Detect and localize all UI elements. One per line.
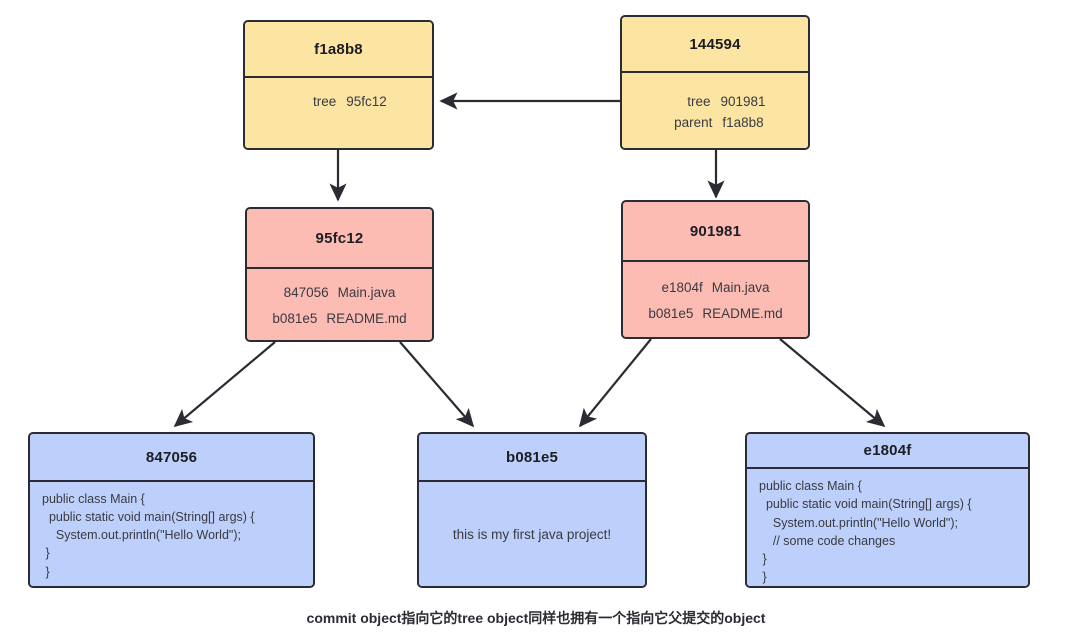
- commit-field-key: tree: [312, 94, 337, 109]
- blob-text: this is my first java project!: [452, 526, 612, 542]
- tree-node-entries: e1804f Main.java b081e5 README.md: [623, 262, 808, 337]
- commit-field-row: parent f1a8b8: [666, 113, 764, 134]
- tree-node-id: 901981: [623, 202, 808, 262]
- diagram-caption: commit object指向它的tree object同样也拥有一个指向它父提…: [306, 610, 766, 626]
- commit-node-fields: tree 95fc12: [245, 78, 432, 148]
- tree-entry-name: Main.java: [711, 279, 770, 295]
- tree-node-95fc12[interactable]: 95fc12 847056 Main.java b081e5 README.md: [245, 207, 434, 342]
- edge-901981-to-e1804f: [779, 338, 886, 428]
- blob-node-id: b081e5: [419, 434, 645, 482]
- commit-node-144594[interactable]: 144594 tree 901981 parent f1a8b8: [620, 15, 810, 150]
- tree-node-entries: 847056 Main.java b081e5 README.md: [247, 269, 432, 340]
- blob-code-text: public class Main { public static void m…: [759, 479, 972, 584]
- commit-field-key: parent: [674, 114, 713, 130]
- commit-node-id: 144594: [622, 17, 808, 73]
- blob-node-content: public class Main { public static void m…: [747, 469, 1028, 586]
- commit-field-row: tree 95fc12: [290, 92, 387, 113]
- tree-entry: b081e5 README.md: [272, 306, 406, 332]
- commit-field-value: 95fc12: [346, 94, 387, 109]
- commit-field-key: tree: [687, 93, 711, 109]
- commit-field-value: 901981: [720, 93, 766, 109]
- blob-node-id: e1804f: [747, 434, 1028, 470]
- tree-entry-name: README.md: [702, 305, 783, 321]
- tree-entry: e1804f Main.java: [661, 275, 769, 301]
- commit-field-value: f1a8b8: [722, 114, 764, 130]
- tree-entry-hash: b081e5: [648, 305, 694, 321]
- commit-node-fields: tree 901981 parent f1a8b8: [622, 73, 808, 148]
- tree-node-id: 95fc12: [247, 209, 432, 269]
- tree-entry: 847056 Main.java: [284, 280, 396, 306]
- tree-entry-hash: 847056: [283, 284, 329, 300]
- blob-node-b081e5[interactable]: b081e5 this is my first java project!: [417, 432, 647, 588]
- tree-entry-name: Main.java: [337, 284, 396, 300]
- edge-95fc12-to-b081e5: [399, 341, 475, 428]
- edge-95fc12-to-847056: [173, 341, 276, 428]
- tree-node-901981[interactable]: 901981 e1804f Main.java b081e5 README.md: [621, 200, 810, 339]
- edge-901981-to-b081e5: [578, 338, 652, 428]
- blob-code-text: public class Main { public static void m…: [42, 492, 255, 579]
- blob-node-id: 847056: [30, 434, 313, 482]
- tree-entry-hash: b081e5: [272, 310, 318, 326]
- blob-node-content: public class Main { public static void m…: [30, 482, 313, 586]
- blob-node-847056[interactable]: 847056 public class Main { public static…: [28, 432, 315, 588]
- tree-entry-name: README.md: [326, 310, 407, 326]
- commit-field-row: tree 901981: [664, 92, 765, 113]
- blob-node-content: this is my first java project!: [419, 482, 645, 586]
- tree-entry: b081e5 README.md: [648, 301, 782, 327]
- commit-node-id: f1a8b8: [245, 22, 432, 78]
- blob-node-e1804f[interactable]: e1804f public class Main { public static…: [745, 432, 1030, 588]
- commit-node-f1a8b8[interactable]: f1a8b8 tree 95fc12: [243, 20, 434, 150]
- tree-entry-hash: e1804f: [661, 279, 703, 295]
